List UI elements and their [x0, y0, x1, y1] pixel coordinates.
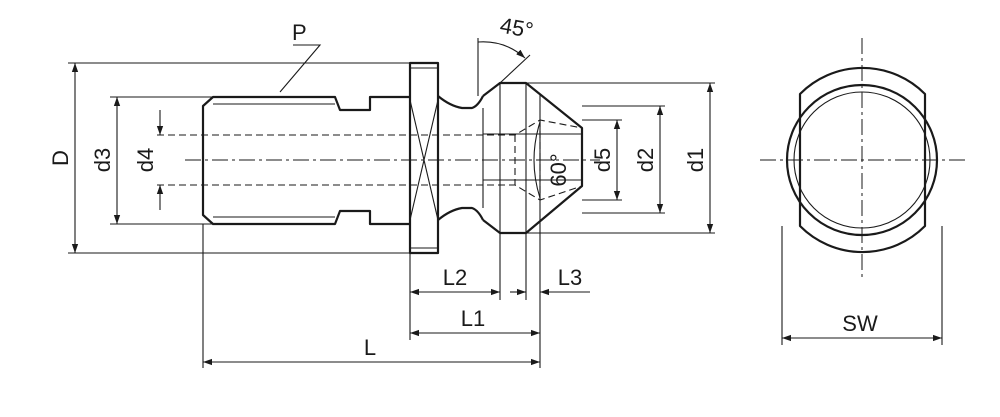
leader-P	[279, 44, 322, 93]
label-P: P	[292, 20, 307, 45]
dim-60-arc	[533, 121, 541, 199]
label-angle-45: 45°	[498, 13, 535, 43]
ext-45-right	[499, 54, 531, 84]
label-d4: d4	[133, 148, 158, 172]
label-L3: L3	[558, 265, 582, 290]
label-d2: d2	[633, 148, 658, 172]
label-L: L	[364, 335, 376, 360]
label-L1: L1	[461, 306, 485, 331]
label-d3: d3	[90, 148, 115, 172]
dim-45-arc	[477, 41, 526, 59]
flange-collar	[408, 61, 440, 255]
label-angle-60: 60°	[546, 153, 571, 186]
threaded-shank-outline	[201, 95, 410, 226]
label-SW: SW	[842, 311, 878, 336]
label-L2: L2	[443, 265, 467, 290]
end-view-outline	[798, 66, 927, 254]
end-view: SW	[760, 38, 965, 345]
neck-outline-bottom	[437, 206, 484, 221]
label-d5: d5	[590, 148, 615, 172]
neck-outline-top	[437, 95, 484, 110]
label-D: D	[48, 150, 73, 166]
hidden-bore	[157, 119, 583, 201]
side-view: P 45° 60° D d3 d4 d5 d2 d1 L2 L3 L1 L	[48, 13, 715, 368]
pull-stud-head	[482, 81, 584, 235]
label-d1: d1	[683, 148, 708, 172]
